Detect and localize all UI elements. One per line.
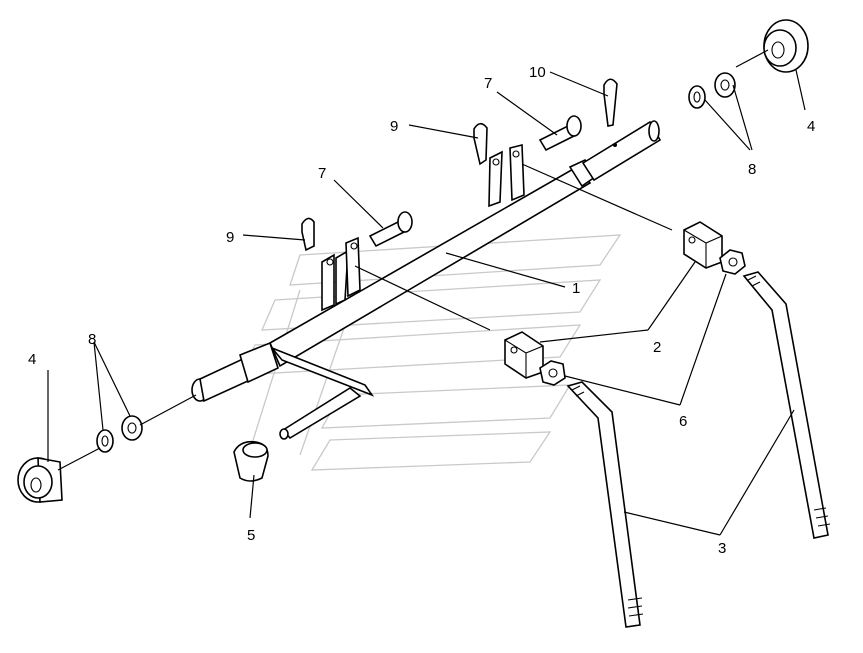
- callout-3: 3: [718, 540, 726, 557]
- clamp-block-left: [504, 331, 544, 379]
- clevis-pin-left: [368, 211, 413, 248]
- callout-5: 5: [247, 527, 255, 544]
- washers-right: [688, 72, 736, 109]
- callout-8-left: 8: [88, 331, 96, 348]
- callout-labels: 1 2 3 4 4 5 6 7 7 8 8 9 9 10: [28, 64, 815, 557]
- callout-7-left: 7: [318, 165, 326, 182]
- hex-nut-right: [719, 249, 746, 275]
- callout-4-right: 4: [807, 118, 815, 135]
- end-cap-right: [763, 19, 809, 73]
- callout-7-right: 7: [484, 75, 492, 92]
- callout-1: 1: [572, 280, 580, 297]
- callout-9-left: 9: [226, 229, 234, 246]
- clevis-pin-right: [538, 115, 582, 152]
- handle-knob: [233, 440, 269, 482]
- split-pin-top: [603, 78, 618, 127]
- hook-bolt-left: [566, 381, 644, 628]
- callout-6: 6: [679, 413, 687, 430]
- callout-8-right: 8: [748, 161, 756, 178]
- split-pin-middle: [473, 122, 488, 166]
- hex-nut-left: [539, 360, 566, 386]
- end-cap-left: [17, 457, 63, 503]
- split-pin-left: [301, 217, 315, 252]
- callout-2: 2: [653, 339, 661, 356]
- callout-9-right: 9: [390, 118, 398, 135]
- callout-10: 10: [529, 64, 546, 81]
- hook-bolt-right: [742, 271, 831, 539]
- clamp-block-right: [683, 221, 723, 269]
- washers-left: [96, 415, 143, 453]
- main-shaft: [191, 120, 662, 440]
- callout-4-left: 4: [28, 351, 36, 368]
- leader-lines: [47, 49, 806, 536]
